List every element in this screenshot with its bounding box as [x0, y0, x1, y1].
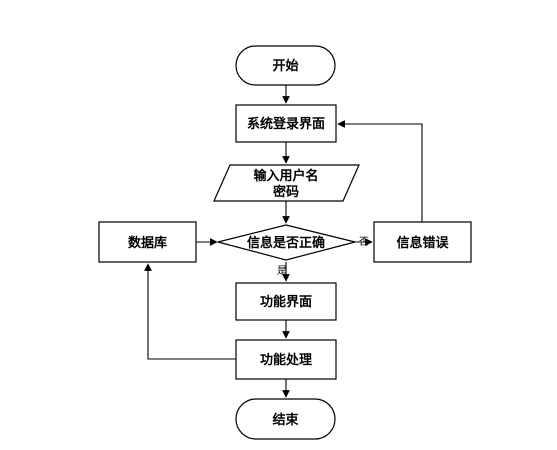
end-terminator	[235, 398, 336, 440]
login-screen-label: 系统登录界面	[247, 116, 325, 132]
input-parallelogram	[213, 164, 360, 202]
no-label: 否	[359, 236, 369, 248]
decision-diamond	[217, 224, 356, 261]
yes-label: 是	[277, 265, 287, 277]
database-label: 数据库	[128, 235, 167, 251]
function-screen-box	[235, 282, 337, 321]
edge-error-to-login	[337, 120, 423, 222]
login-screen-box	[235, 104, 337, 143]
end-label: 结束	[272, 412, 299, 428]
start-label: 开始	[272, 58, 298, 74]
decision-label: 信息是否正确	[247, 235, 325, 251]
input-label-line1: 输入用户名	[253, 168, 318, 184]
database-box	[98, 221, 197, 263]
edges	[144, 85, 423, 398]
function-process-box	[235, 339, 337, 380]
function-process-label: 功能处理	[260, 352, 312, 368]
function-screen-label: 功能界面	[260, 294, 312, 310]
edge-process-to-database	[144, 263, 236, 360]
error-label: 信息错误	[396, 235, 449, 251]
input-label-line2: 密码	[272, 184, 299, 200]
error-box	[373, 221, 472, 263]
start-terminator	[235, 45, 336, 86]
